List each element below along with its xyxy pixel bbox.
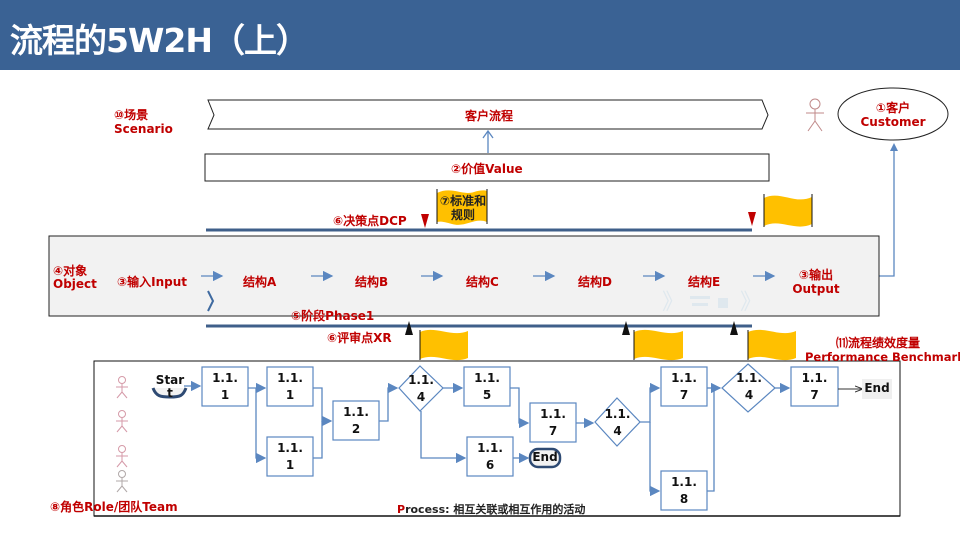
standards-label-2: 规则 xyxy=(450,208,475,222)
process-node-n9 xyxy=(660,470,708,511)
phase-label: ⑤阶段Phase1 xyxy=(291,309,375,323)
standards-label-1: ⑦标准和 xyxy=(439,194,487,208)
process-caption: Process: 相互关联或相互作用的活动 xyxy=(397,503,585,517)
process-decision-d3 xyxy=(721,363,776,413)
xr-flag-icon-3 xyxy=(747,329,796,361)
dcp-marker-2 xyxy=(748,212,756,226)
end-label-2: End xyxy=(864,381,890,395)
object-box xyxy=(48,235,880,317)
node-text-n8: 1.1.7 xyxy=(671,371,697,402)
node-text-n4: 1.1.2 xyxy=(343,405,369,436)
input-label: ③输入Input xyxy=(117,275,188,289)
process-node-n6 xyxy=(466,436,514,477)
node-text-n6: 1.1.6 xyxy=(477,441,503,472)
scenario-label-cn: ⑩场景 xyxy=(114,108,149,122)
start-shape xyxy=(151,387,188,399)
structure-c-label: 结构C xyxy=(466,275,499,289)
benchmark-label-cn: ⑾流程绩效度量 xyxy=(836,336,921,350)
svg-text:》: 》 xyxy=(740,290,762,315)
role-person-icon-2 xyxy=(116,410,128,433)
end-label-1: End xyxy=(532,450,558,464)
node-text-n5: 1.1.5 xyxy=(474,371,500,402)
node-text-n1: 1.1.1 xyxy=(212,371,238,402)
structure-a-label: 结构A xyxy=(243,275,277,289)
process-node-n1 xyxy=(201,366,249,407)
process-node-n2 xyxy=(266,366,314,407)
role-person-icon-3 xyxy=(116,445,128,468)
xr-marker-3 xyxy=(730,321,738,335)
role-person-icon-4 xyxy=(116,470,128,493)
node-text-n10: 1.1.7 xyxy=(801,371,828,402)
process-caption-text: rocess: 相互关联或相互作用的活动 xyxy=(405,503,586,516)
output-label-cn: ③输出 xyxy=(798,268,834,282)
benchmark-label-en: Performance Benchmark xyxy=(805,350,960,364)
chevron-icon xyxy=(207,290,215,312)
customer-ellipse xyxy=(837,87,949,141)
process-node-n3 xyxy=(266,436,314,477)
header-bar: 流程的5W2H（上） xyxy=(0,0,960,70)
role-person-icon-1 xyxy=(116,376,128,399)
customer-label-cn: ①客户 xyxy=(875,101,911,115)
node-text-n7: 1.1.7 xyxy=(540,407,566,438)
process-caption-prefix: P xyxy=(397,503,406,516)
xr-flag-icon-2 xyxy=(633,329,683,361)
node-text-d3: 1.1.4 xyxy=(736,371,762,402)
end-shape-2 xyxy=(862,379,892,399)
page-title: 流程的5W2H（上） xyxy=(10,21,309,60)
svg-text:》: 》 xyxy=(662,290,684,315)
dcp-marker-1 xyxy=(421,214,429,228)
standards-flag-icon xyxy=(436,189,488,225)
xr-marker-1 xyxy=(405,321,413,335)
node-text-d2: 1.1.4 xyxy=(604,407,631,438)
scenario-label-en: Scenario xyxy=(114,122,173,136)
process-node-n5 xyxy=(463,366,511,407)
structure-b-label: 结构B xyxy=(355,275,389,289)
xr-marker-2 xyxy=(622,321,630,335)
xr-label: ⑥评审点XR xyxy=(327,331,392,345)
node-text-n9: 1.1.8 xyxy=(671,475,697,506)
dcp-label: ⑥决策点DCP xyxy=(333,214,407,228)
process-node-n4 xyxy=(332,400,380,441)
customer-process-label: 客户流程 xyxy=(465,109,514,123)
structure-d-label: 结构D xyxy=(578,275,612,289)
output-flag-icon xyxy=(763,194,813,227)
process-decision-d1 xyxy=(398,365,444,412)
customer-person-icon xyxy=(806,98,824,132)
object-label-cn: ④对象 xyxy=(53,264,88,278)
process-decision-d2 xyxy=(594,397,641,447)
value-box xyxy=(204,153,770,182)
node-text-n3: 1.1.1 xyxy=(277,441,303,472)
end-shape-1 xyxy=(528,447,562,469)
output-label-en: Output xyxy=(792,282,840,296)
role-label: ⑧角色Role/团队Team xyxy=(50,500,178,514)
node-text-d1: 1.1.4 xyxy=(408,373,434,404)
structure-e-label: 结构E xyxy=(688,275,721,289)
process-node-n10 xyxy=(790,366,839,407)
customer-process-band xyxy=(207,99,769,130)
process-node-n8 xyxy=(660,366,708,407)
xr-flag-icon-1 xyxy=(419,329,468,361)
value-label: ②价值Value xyxy=(451,162,523,176)
node-text-n2: 1.1.1 xyxy=(277,371,303,402)
object-label-en: Object xyxy=(53,277,97,291)
watermark: 》 》 xyxy=(662,290,762,315)
customer-label-en: Customer xyxy=(860,115,926,129)
